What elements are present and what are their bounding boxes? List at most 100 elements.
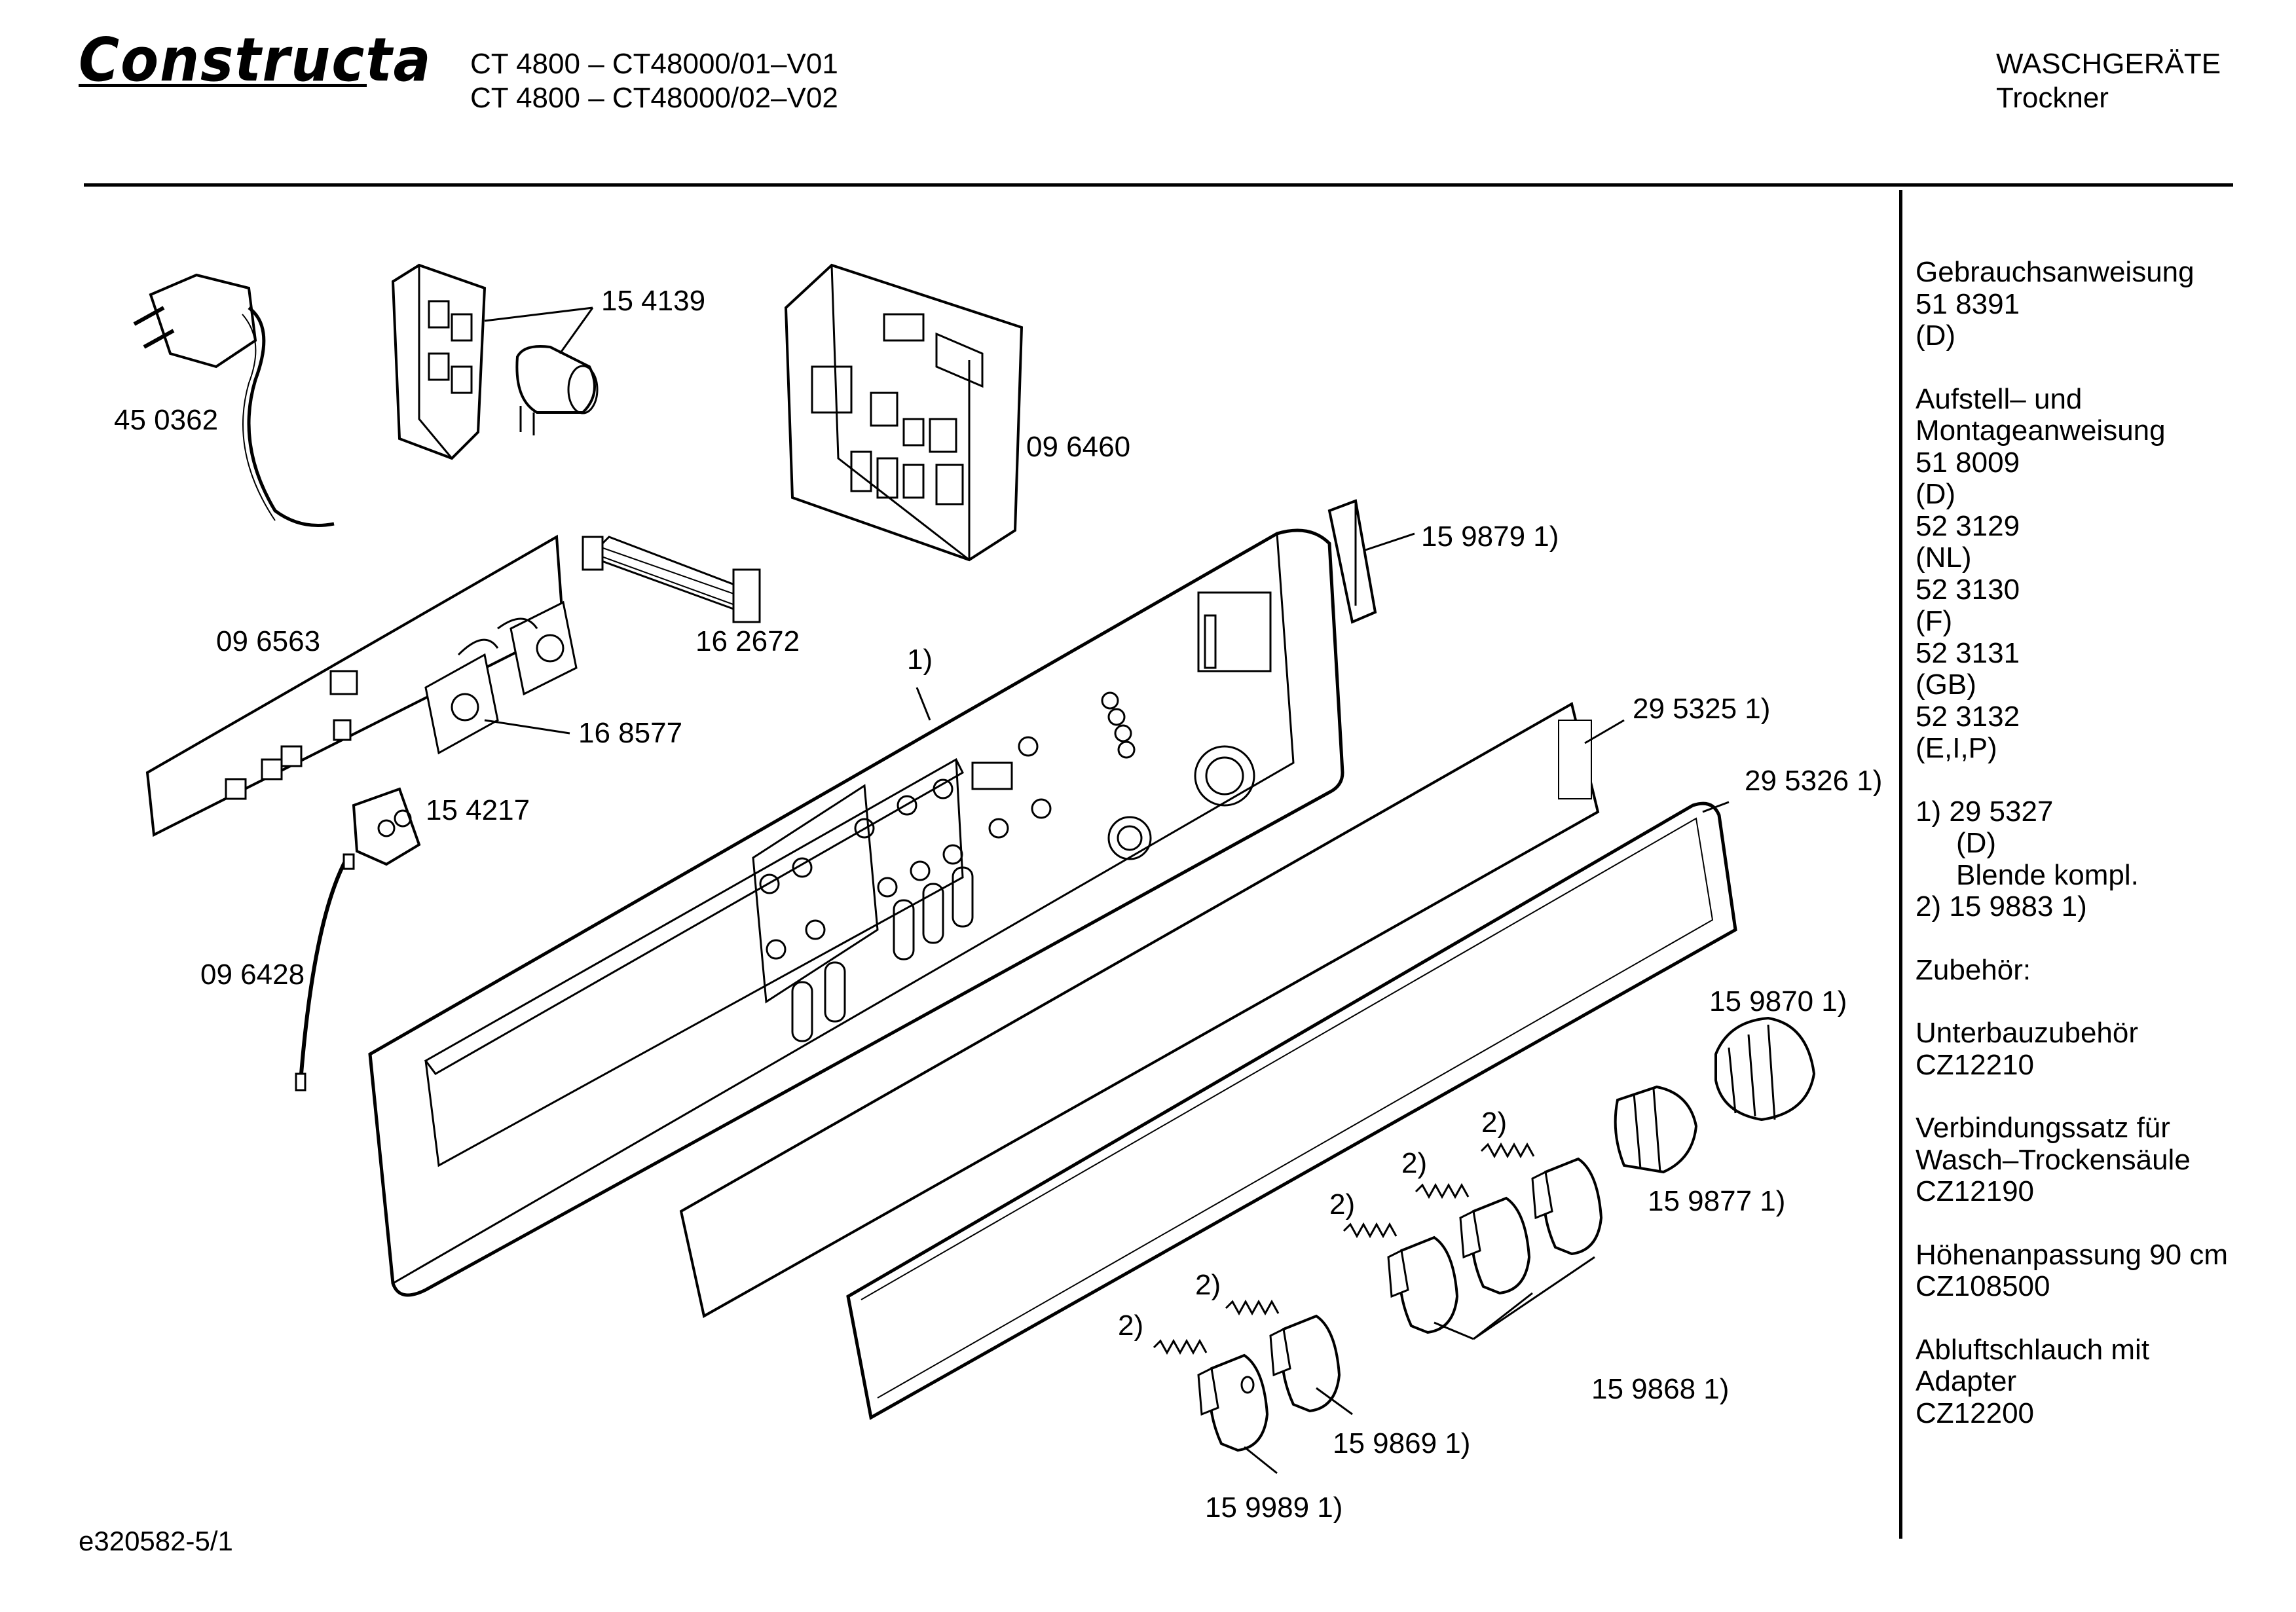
- accessory-1-number: CZ12210: [1916, 1048, 2035, 1081]
- leader-btn-b: [1244, 1447, 1277, 1473]
- callout-spring-2: 2): [1401, 1147, 1428, 1179]
- leader-panel: [917, 687, 930, 720]
- accessory-1-title: Unterbauzubehör: [1916, 1017, 2139, 1049]
- callout-button-a: 15 9869 1): [1333, 1427, 1471, 1459]
- install-number: 52 3129: [1916, 509, 2020, 542]
- connector-part: [296, 789, 419, 1090]
- push-button-2: [1460, 1198, 1529, 1293]
- accessory-3-title: Höhenanpassung 90 cm: [1916, 1238, 2228, 1271]
- doc-id: e320582-5/1: [79, 1526, 233, 1556]
- brand-logo: Constructa: [79, 25, 432, 95]
- notes-block: 1) 29 5327 (D) Blende kompl. 2) 15 9883 …: [1916, 796, 2228, 923]
- spring-part-5: [1154, 1341, 1206, 1353]
- manual-language: (D): [1916, 320, 1956, 352]
- accessory-4-title-2: Adapter: [1916, 1365, 2017, 1397]
- accessory-3-number: CZ108500: [1916, 1270, 2050, 1302]
- accessory-4: Abluftschlauch mit Adapter CZ12200: [1916, 1334, 2228, 1430]
- bracket-part: [1329, 501, 1375, 622]
- note-1-desc: Blende kompl.: [1956, 858, 2139, 891]
- install-language: (D): [1916, 478, 1956, 510]
- accessory-4-title-1: Abluftschlauch mit: [1916, 1333, 2150, 1366]
- sidebar-divider: [1899, 190, 1902, 1539]
- callout-spring-1: 2): [1481, 1107, 1508, 1139]
- model-line-2: CT 4800 – CT48000/02–V02: [470, 82, 838, 114]
- callout-panel: 1): [907, 644, 933, 676]
- callout-spring-4: 2): [1195, 1269, 1221, 1301]
- callout-relay-block: 15 4139: [601, 285, 706, 317]
- model-line-1: CT 4800 – CT48000/01–V01: [470, 48, 838, 80]
- accessory-2-number: CZ12190: [1916, 1175, 2035, 1207]
- note-1-language: (D): [1956, 827, 1997, 859]
- sidebar-info: Gebrauchsanweisung 51 8391 (D) Aufstell–…: [1916, 256, 2228, 1461]
- header-rule: [84, 183, 2233, 187]
- callout-power-cord: 45 0362: [114, 404, 219, 436]
- install-title-2: Montageanweisung: [1916, 414, 2166, 447]
- trim-strip-part: [681, 704, 1598, 1316]
- install-language: (F): [1916, 605, 1953, 637]
- leader-knob-module: [485, 720, 570, 733]
- leader-relay-2: [560, 308, 593, 354]
- push-button-3: [1388, 1237, 1457, 1332]
- callout-pcb: 09 6563: [216, 625, 321, 657]
- manual-block: Gebrauchsanweisung 51 8391 (D): [1916, 256, 2228, 352]
- install-number: 51 8009: [1916, 446, 2020, 479]
- callout-trim-strip: 29 5325 1): [1633, 693, 1771, 725]
- spring-part-3: [1344, 1224, 1396, 1236]
- power-cord-part: [134, 275, 334, 526]
- callout-connector: 15 4217: [426, 794, 530, 826]
- cover-strip-part: [848, 803, 1735, 1418]
- install-number: 52 3130: [1916, 573, 2020, 606]
- ribbon-cable-part: [583, 537, 760, 622]
- leader-trim: [1585, 720, 1624, 743]
- knob-insert-part: [1616, 1087, 1696, 1172]
- brand-logo-underline: [79, 84, 367, 87]
- install-number: 52 3131: [1916, 636, 2020, 669]
- callout-spring-3: 2): [1329, 1188, 1356, 1220]
- leader-btn-group-3: [1473, 1257, 1595, 1339]
- install-block: Aufstell– und Montageanweisung 51 8009 (…: [1916, 382, 2228, 765]
- callout-knob-insert: 15 9877 1): [1648, 1185, 1786, 1217]
- callout-button-b: 15 9989 1): [1205, 1492, 1343, 1524]
- install-language: (E,I,P): [1916, 732, 1997, 764]
- note-2-number: 2) 15 9883 1): [1916, 890, 2087, 923]
- callout-knob-large: 15 9870 1): [1709, 985, 1847, 1017]
- note-1-number: 1) 29 5327: [1916, 795, 2054, 828]
- spring-part-4: [1226, 1302, 1278, 1313]
- subcategory-title: Trockner: [1996, 82, 2109, 114]
- control-module-part: [786, 265, 1022, 560]
- push-button-4: [1270, 1316, 1339, 1411]
- accessory-2-title-1: Verbindungssatz für: [1916, 1112, 2170, 1144]
- accessory-3: Höhenanpassung 90 cm CZ108500: [1916, 1239, 2228, 1303]
- accessory-1: Unterbauzubehör CZ12210: [1916, 1017, 2228, 1081]
- manual-title: Gebrauchsanweisung: [1916, 256, 2194, 288]
- callout-spring-5: 2): [1118, 1310, 1144, 1342]
- callout-bracket: 15 9879 1): [1421, 521, 1559, 553]
- push-button-5: [1198, 1355, 1267, 1450]
- push-button-1: [1532, 1159, 1601, 1254]
- spring-part-2: [1416, 1185, 1468, 1197]
- control-panel-part: [370, 530, 1342, 1295]
- relay-block-part: [393, 265, 597, 458]
- spring-part-1: [1481, 1145, 1534, 1156]
- pcb-part: [147, 537, 576, 835]
- leader-relay-1: [485, 308, 593, 321]
- accessory-4-number: CZ12200: [1916, 1397, 2035, 1429]
- install-title-1: Aufstell– und: [1916, 382, 2083, 415]
- accessory-2: Verbindungssatz für Wasch–Trockensäule C…: [1916, 1112, 2228, 1208]
- callout-button-group: 15 9868 1): [1591, 1373, 1730, 1405]
- leader-btn-a: [1316, 1388, 1352, 1414]
- callout-knob-module: 16 8577: [578, 717, 683, 749]
- leader-bracket: [1365, 534, 1415, 550]
- callout-control-module: 09 6460: [1026, 431, 1131, 463]
- manual-number: 51 8391: [1916, 287, 2020, 320]
- install-number: 52 3132: [1916, 700, 2020, 733]
- category-title: WASCHGERÄTE: [1996, 48, 2221, 80]
- accessories-title: Zubehör:: [1916, 953, 2031, 986]
- callout-cable: 09 6428: [200, 959, 305, 991]
- install-language: (NL): [1916, 541, 1972, 574]
- knob-large-part: [1716, 1018, 1814, 1120]
- install-language: (GB): [1916, 669, 1976, 701]
- leader-cover: [1703, 802, 1729, 812]
- callout-cover-strip: 29 5326 1): [1745, 765, 1883, 797]
